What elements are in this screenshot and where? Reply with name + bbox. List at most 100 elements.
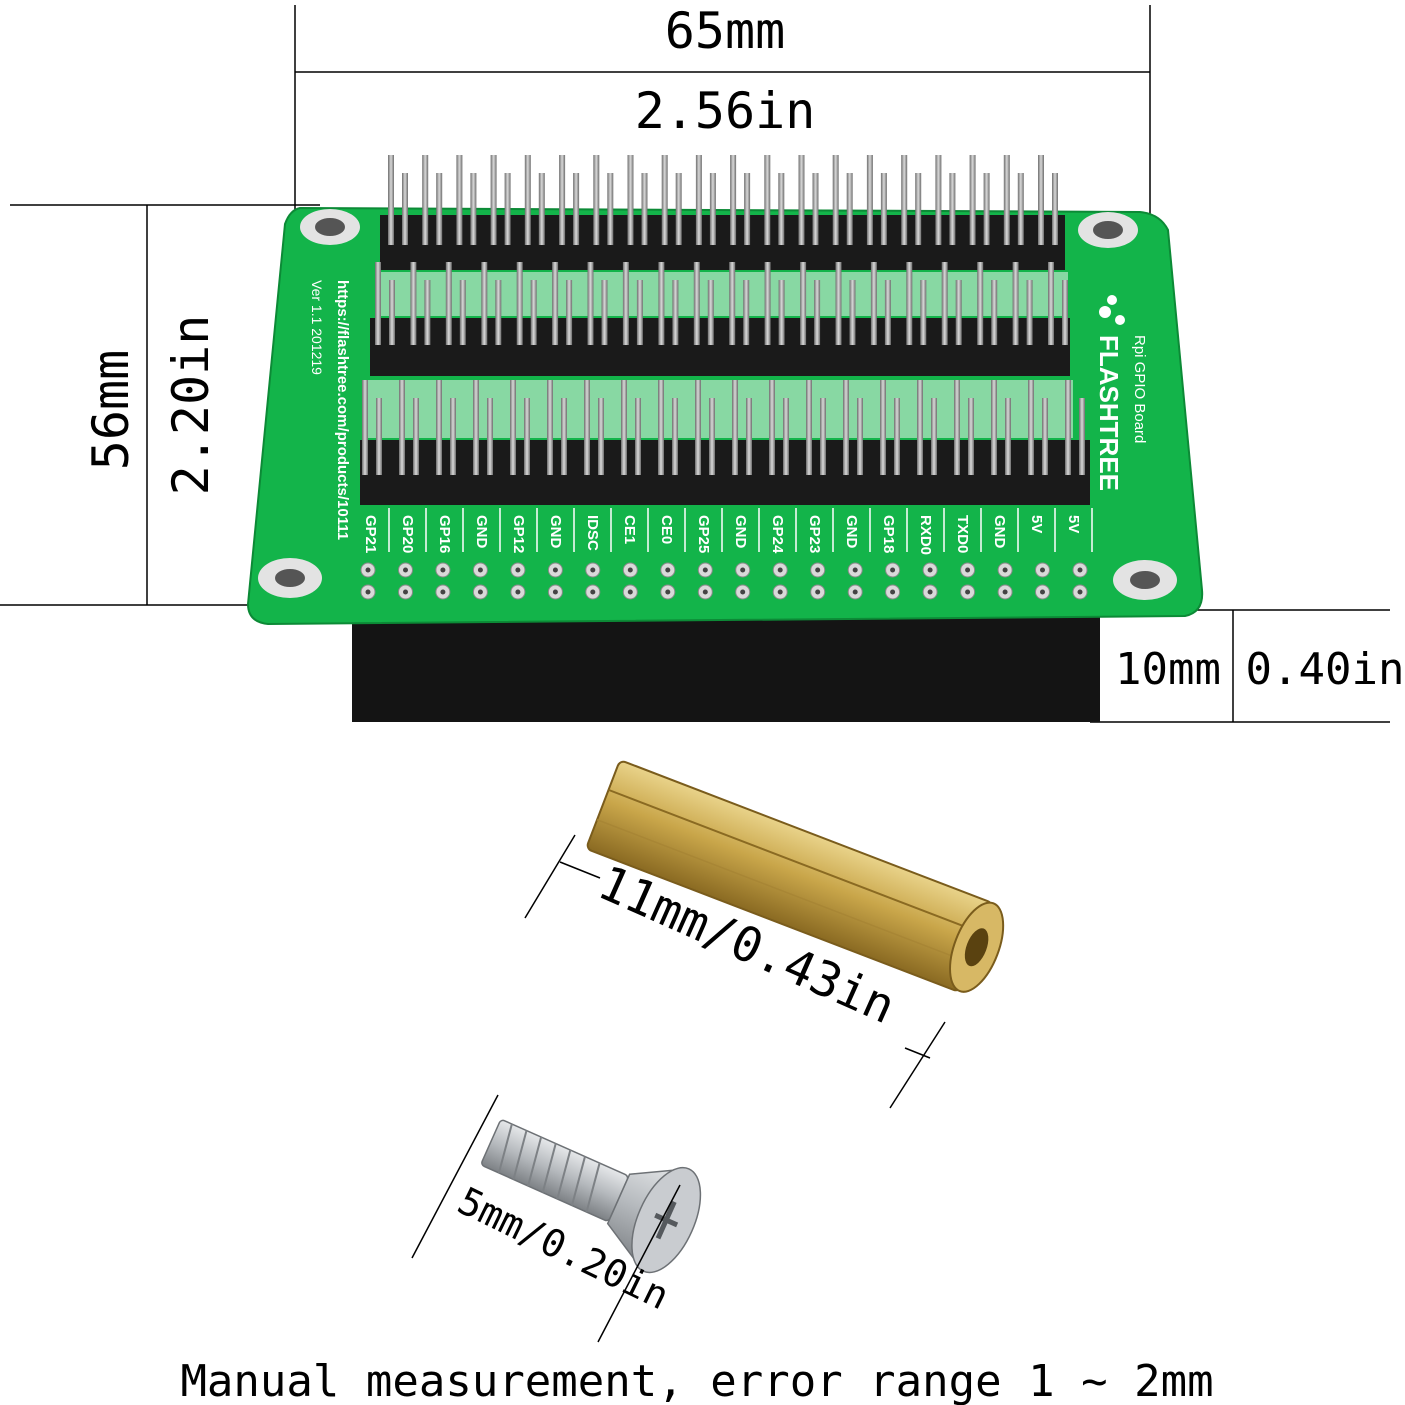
header-pin <box>389 280 395 345</box>
header-pin <box>607 173 614 245</box>
solder-pad-hole <box>815 589 821 595</box>
solder-pad-hole <box>665 589 671 595</box>
header-pin <box>1028 380 1034 475</box>
header-pin <box>941 262 948 345</box>
header-pin <box>622 262 629 345</box>
pin-label: GP18 <box>880 515 897 553</box>
header-pin <box>445 262 452 345</box>
header-pin <box>915 173 922 245</box>
header-row-1 <box>380 215 1065 270</box>
header-pin <box>746 398 752 475</box>
pin-label: GP23 <box>806 515 823 553</box>
header-pin <box>559 155 566 245</box>
header-pin <box>470 173 477 245</box>
solder-pad-hole <box>365 589 371 595</box>
header-mm-label: 10mm <box>1115 644 1221 695</box>
solder-pad-hole <box>777 567 783 573</box>
pin-label: 5V <box>1028 515 1045 533</box>
board-url: https://flashtree.com/products/10111 <box>334 280 351 540</box>
header-pin <box>672 280 679 345</box>
header-pin <box>636 280 643 345</box>
header-pin <box>413 398 419 475</box>
header-pin <box>884 280 891 345</box>
header-pin <box>1005 398 1011 475</box>
header-pin <box>806 380 812 475</box>
header-pin <box>920 280 927 345</box>
header-pin <box>954 380 960 475</box>
pin-label: CE1 <box>621 515 638 544</box>
header-pin <box>587 262 594 345</box>
header-pin <box>846 173 853 245</box>
header-pin <box>1048 262 1054 345</box>
header-pin <box>693 262 700 345</box>
header-pin <box>880 173 887 245</box>
pin-label: GND <box>732 515 749 549</box>
pin-label: GND <box>991 515 1008 549</box>
header-pin <box>894 398 900 475</box>
header-pin <box>388 155 394 245</box>
header-pin <box>744 173 751 245</box>
header-pin <box>516 262 523 345</box>
solder-pad-hole <box>965 567 971 573</box>
header-pin <box>783 398 789 475</box>
solder-pad-hole <box>740 589 746 595</box>
pin-label: IDSC <box>584 515 601 551</box>
header-pin <box>658 262 665 345</box>
header-pin <box>641 173 648 245</box>
solder-pad-hole <box>777 589 783 595</box>
solder-pad-hole <box>515 589 521 595</box>
header-pin <box>1026 280 1033 345</box>
header-pin <box>495 280 502 345</box>
header-pin <box>561 398 567 475</box>
header-pin <box>814 280 821 345</box>
header-pin <box>524 398 530 475</box>
header-pin <box>1012 262 1019 345</box>
pin-label: GP21 <box>362 515 379 553</box>
solder-pad-hole <box>590 567 596 573</box>
header-pin <box>880 380 886 475</box>
header-pin <box>573 173 580 245</box>
header-pin <box>450 398 456 475</box>
solder-pad-hole <box>1077 567 1083 573</box>
header-pin <box>504 173 511 245</box>
solder-pad-hole <box>890 567 896 573</box>
width-mm-label: 65mm <box>665 2 785 60</box>
solder-pad-row <box>360 562 1088 600</box>
header-pin <box>870 262 877 345</box>
flashtree-logo <box>1099 295 1125 325</box>
header-pin <box>621 380 627 475</box>
header-pin <box>1079 398 1085 475</box>
header-pin <box>661 155 668 245</box>
solder-pad-hole <box>403 589 408 595</box>
solder-pad-hole <box>927 589 933 595</box>
header-pin <box>778 173 785 245</box>
header-pin <box>1038 155 1044 245</box>
header-pin <box>635 398 641 475</box>
header-pin <box>969 155 976 245</box>
solder-pad-hole <box>890 589 896 595</box>
solder-pad-hole <box>702 589 708 595</box>
solder-pad-hole <box>627 589 633 595</box>
solder-pad-hole <box>702 567 708 573</box>
header-pin <box>709 398 715 475</box>
header-pin <box>1065 380 1071 475</box>
header-pin <box>695 380 701 475</box>
solder-pad-hole <box>477 567 483 573</box>
header-pin <box>991 280 998 345</box>
width-in-label: 2.56in <box>635 82 816 140</box>
header-pin <box>547 380 553 475</box>
header-pin <box>552 262 559 345</box>
header-pin <box>843 380 849 475</box>
header-pin <box>375 262 381 345</box>
header-pin <box>1017 173 1024 245</box>
header-pin <box>968 398 974 475</box>
height-mm-label: 56mm <box>82 350 140 470</box>
header-pin <box>820 398 826 475</box>
header-pin <box>769 380 775 475</box>
header-pin <box>424 280 431 345</box>
header-pin <box>672 398 678 475</box>
header-pin <box>487 398 493 475</box>
header-pin <box>764 155 771 245</box>
header-row-2 <box>370 318 1070 376</box>
